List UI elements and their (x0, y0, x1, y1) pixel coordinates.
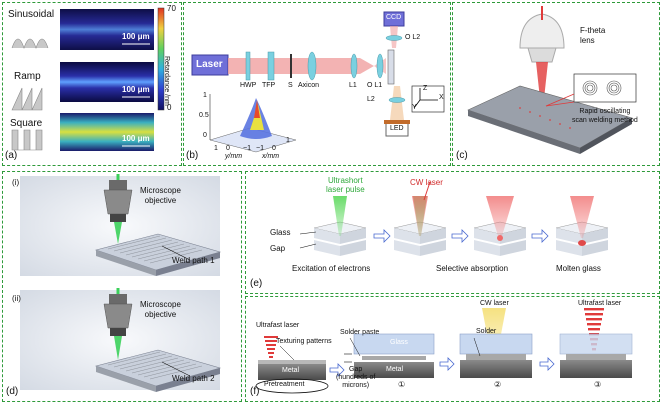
step-3-marker: ③ (594, 380, 602, 389)
axis-x-label: X (439, 94, 444, 101)
axis-z-label: Z (423, 85, 428, 92)
laser-label: Laser (196, 59, 223, 70)
panel-e-frame (245, 171, 660, 294)
axicon-label: Axicon (298, 82, 320, 89)
objective-label-2: Microscope objective (140, 300, 181, 319)
ol2-label: O L2 (405, 34, 421, 41)
weld-path-1-label: Weld path 1 (172, 256, 215, 265)
colorbar-min: 0 (167, 103, 172, 112)
plot-tick-5: 0 (272, 145, 276, 152)
panel-a-label: (a) (5, 150, 18, 161)
plot-zmin: 0 (203, 132, 207, 139)
weld-path-2-label: Weld path 2 (172, 374, 215, 383)
ultrashort-pulse-label: Ultrashort laser pulse (326, 176, 365, 194)
sub-label-i: (i) (12, 178, 20, 187)
plot-tick-4: −1 (256, 145, 264, 152)
ccd-label: CCD (386, 14, 402, 21)
ultrafast-laser-label-f2: Ultrafast laser (578, 300, 622, 307)
colorbar-max: 70 (167, 4, 176, 13)
s-label: S (288, 82, 293, 89)
row-label-sinusoidal: Sinusoidal (8, 9, 55, 20)
scale-bar-label-1: 100 μm (122, 32, 150, 41)
step-2-marker: ② (494, 380, 502, 389)
row-label-square: Square (10, 118, 43, 129)
panel-c-frame (452, 2, 660, 166)
step-1-marker: ① (398, 380, 406, 389)
panel-d-label: (d) (6, 386, 19, 397)
solder-paste-label: Solder paste (340, 329, 380, 336)
plot-tick-6: 1 (286, 137, 290, 144)
led-label: LED (390, 125, 404, 132)
plot-ymid: 0.5 (199, 112, 209, 119)
tfp-label: TFP (262, 82, 276, 89)
glass-label-e: Glass (270, 228, 291, 237)
panel-f-label: (f) (250, 386, 260, 397)
panel-c-label: (c) (456, 150, 468, 161)
panel-b-frame (183, 2, 451, 166)
scale-bar-label-2: 100 μm (122, 85, 150, 94)
metal-label-1: Metal (282, 367, 300, 374)
gap-label-f: Gap (hundreds of microns) (336, 366, 376, 389)
scale-bar-label-3: 100 μm (122, 134, 150, 143)
panel-e-label: (e) (250, 278, 263, 289)
solder-label: Solder (476, 328, 497, 335)
objective-label-1: Microscope objective (140, 186, 181, 205)
axis-y-label: Y (412, 104, 417, 111)
step-molten-label: Molten glass (556, 264, 601, 273)
plot-ylabel: y/mm (225, 153, 243, 160)
ol1-label: O L1 (367, 82, 383, 89)
l2-label: L2 (367, 96, 375, 103)
texturing-patterns-label: Texturing patterns (276, 338, 332, 345)
ftheta-lens-label: F-theta lens (580, 26, 606, 45)
row-label-ramp: Ramp (14, 71, 41, 82)
glass-label-f: Glass (390, 339, 408, 346)
panel-a-frame (2, 2, 182, 166)
ultrafast-laser-label-f: Ultrafast laser (256, 322, 300, 329)
cw-laser-label-e: CW laser (410, 178, 443, 187)
plot-tick-2: 0 (226, 145, 230, 152)
plot-tick-3: −1 (243, 145, 251, 152)
cw-laser-label-f: CW laser (480, 300, 509, 307)
metal-label-2: Metal (386, 366, 404, 373)
plot-xlabel: x/mm (262, 153, 280, 160)
plot-tick-1: 1 (214, 145, 218, 152)
sub-label-ii: (ii) (12, 294, 21, 303)
panel-d-frame (2, 171, 242, 402)
l1-label: L1 (349, 82, 357, 89)
gap-label-e: Gap (270, 244, 286, 253)
pretreatment-label: Pretreatment (264, 381, 305, 388)
panel-f-frame (245, 296, 660, 402)
panel-b-label: (b) (186, 150, 199, 161)
plot-ymax: 1 (203, 92, 207, 99)
scan-method-label: Rapid oscillating scan welding method (572, 108, 638, 124)
step-selective-label: Selective absorption (436, 264, 509, 273)
hwp-label: HWP (240, 82, 257, 89)
step-excitation-label: Excitation of electrons (292, 264, 371, 273)
